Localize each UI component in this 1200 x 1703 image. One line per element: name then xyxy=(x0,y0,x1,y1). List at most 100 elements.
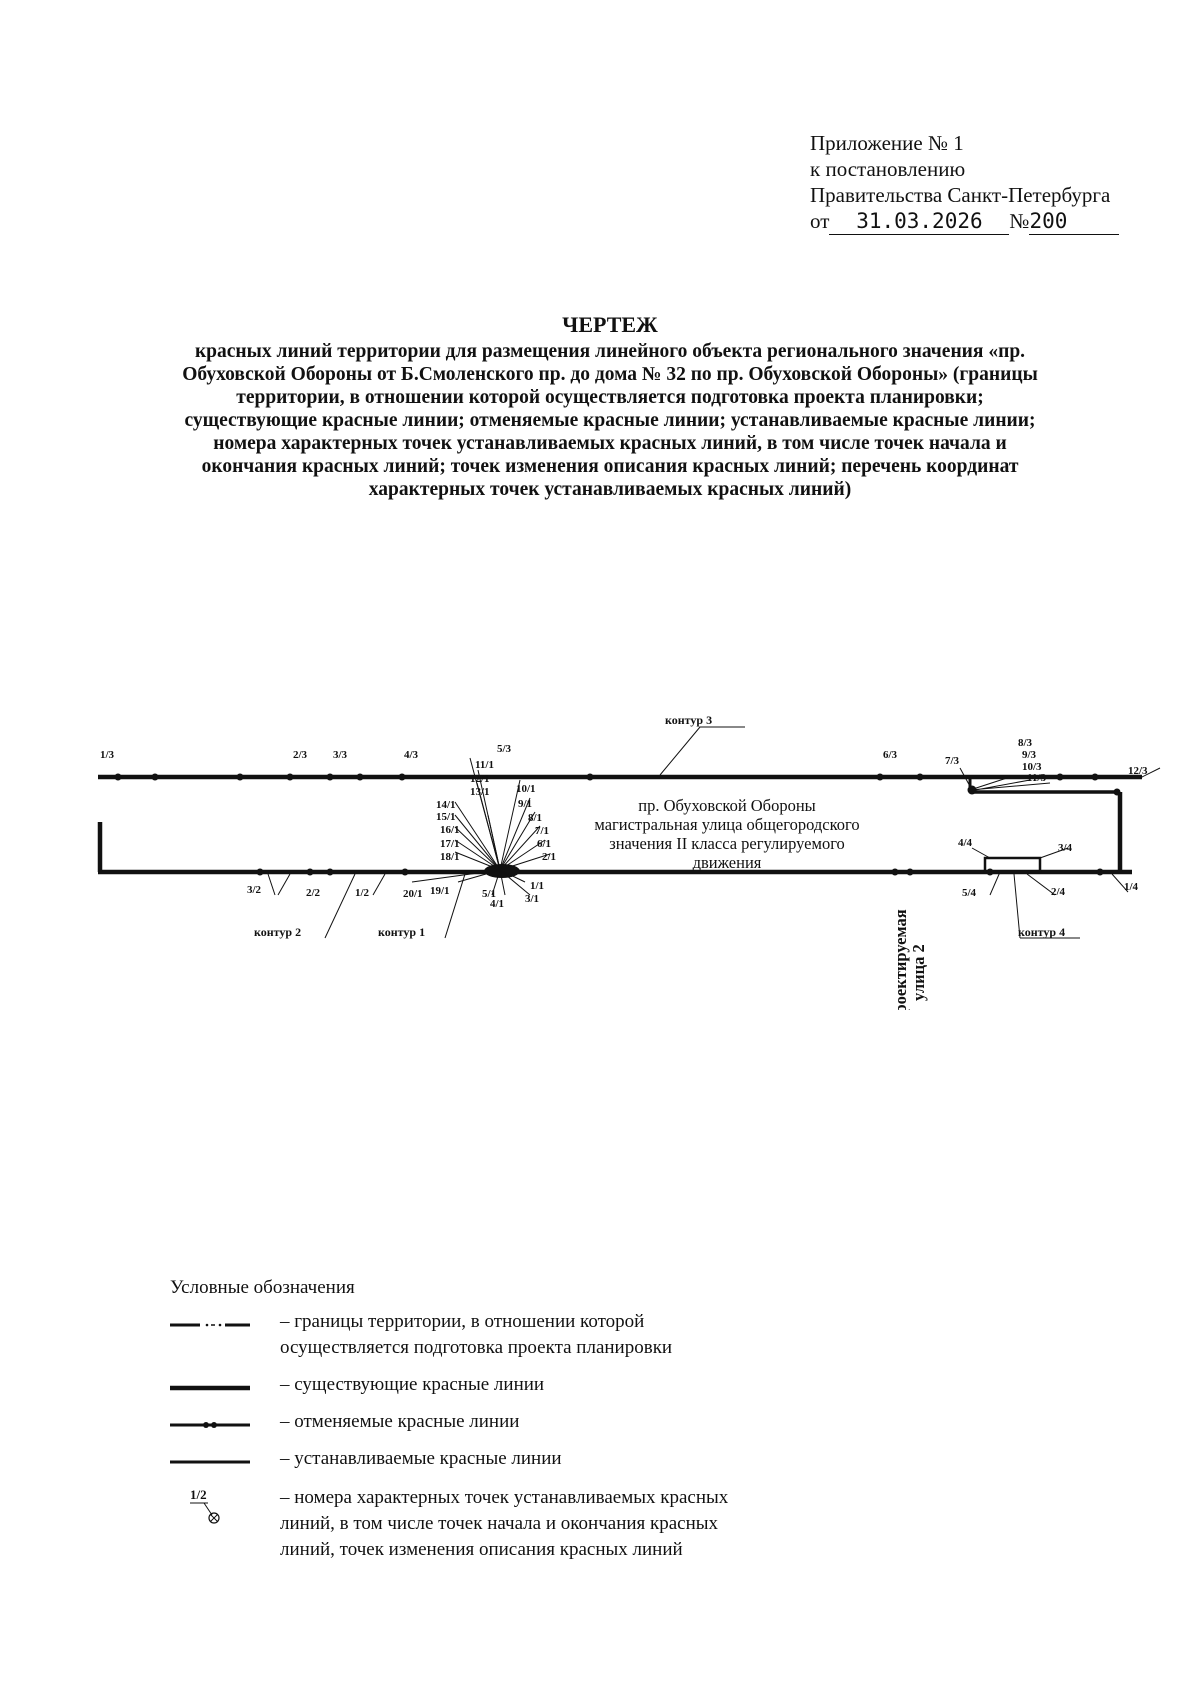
point-label-7-1: 7/1 xyxy=(535,825,549,837)
point-label-14-1: 14/1 xyxy=(436,799,456,811)
point-label-2-4: 2/4 xyxy=(1051,886,1066,898)
point-leader xyxy=(1139,767,1161,779)
street-label-line-4: движения xyxy=(693,853,762,872)
contour-3-label: контур 3 xyxy=(665,713,712,727)
fan-line xyxy=(477,769,501,871)
fan-line xyxy=(454,826,501,871)
point-label-1-1: 1/1 xyxy=(530,880,544,892)
point-label-5-1: 5/1 xyxy=(482,888,496,900)
approval-line-3: Правительства Санкт-Петербурга xyxy=(810,183,1111,207)
contour-1-label: контур 1 xyxy=(378,925,425,939)
legend-title: Условные обозначения xyxy=(170,1277,355,1298)
existing-line-icon xyxy=(170,1385,250,1391)
fan-lines-right xyxy=(969,776,1051,792)
point-label-11-3: 11/3 xyxy=(1027,772,1046,784)
contour-4-leader xyxy=(1013,873,1021,939)
legend-item-point: – номера характерных точек устанавливаем… xyxy=(280,1487,729,1560)
fan-line xyxy=(454,839,501,871)
approval-line-1: Приложение № 1 xyxy=(810,131,964,155)
point-label-13-1: 13/1 xyxy=(470,786,490,798)
fan-line xyxy=(499,869,526,883)
point-label-8-3: 8/3 xyxy=(1018,737,1033,749)
approval-date: 31.03.2026 xyxy=(829,208,1010,235)
point-leader xyxy=(277,873,291,896)
point-label-3-4: 3/4 xyxy=(1058,842,1073,854)
fan-line xyxy=(499,869,506,896)
legend-item-established: – устанавливаемые красные линии xyxy=(280,1448,562,1469)
point-label-7-3: 7/3 xyxy=(945,755,960,767)
street-label-line-2: магистральная улица общегородского xyxy=(594,815,859,834)
point-label-2-1: 2/1 xyxy=(542,851,556,863)
marker-20 xyxy=(1096,868,1104,876)
point-label-15-1: 15/1 xyxy=(436,811,456,823)
document-title: ЧЕРТЕЖ xyxy=(562,312,658,337)
projected-street-line-1: проектируемая xyxy=(891,909,910,1010)
point-label-12-1: 12/1 xyxy=(470,773,490,785)
fan-line xyxy=(411,869,501,883)
legend-item-boundary: – границы территории, в отношении которо… xyxy=(280,1311,673,1358)
boundary-line-icon xyxy=(170,1323,250,1327)
point-label-1-3: 1/3 xyxy=(100,749,115,761)
point-leader xyxy=(1111,873,1129,893)
marker-12 xyxy=(1091,773,1099,781)
point-label-18-1: 18/1 xyxy=(440,851,460,863)
legend-item-cancelled: – отменяемые красные линии xyxy=(280,1411,520,1432)
cancelled-line-icon xyxy=(170,1422,250,1428)
point-label-1-4: 1/4 xyxy=(1124,881,1139,893)
point-label-10-3: 10/3 xyxy=(1022,761,1042,773)
marker-11 xyxy=(1056,773,1064,781)
point-label-3-2: 3/2 xyxy=(247,884,262,896)
fan-line xyxy=(499,811,536,871)
point-label-12-3: 12/3 xyxy=(1128,765,1148,777)
marker-9 xyxy=(876,773,884,781)
point-leader xyxy=(959,767,973,791)
street-label-line-3: значения II класса регулируемого xyxy=(609,834,845,853)
marker-4 xyxy=(286,773,294,781)
red-lines-drawing: 1/3 2/3 3/3 4/3 5/3 6/3 7/3 8/3 9/3 10/3… xyxy=(97,713,1161,1010)
point-leader xyxy=(1026,873,1056,896)
point-label-4-4: 4/4 xyxy=(958,837,973,849)
point-label-4-3: 4/3 xyxy=(404,749,419,761)
established-line-icon xyxy=(170,1460,250,1464)
legend-point-label: 1/2 xyxy=(190,1487,207,1502)
marker-16 xyxy=(401,868,409,876)
street-label: пр. Обуховской Обороны магистральная ули… xyxy=(594,796,859,872)
contour-3-leader xyxy=(659,726,701,776)
point-leader xyxy=(971,847,991,859)
date-prefix: от xyxy=(810,209,830,233)
fan-line xyxy=(499,797,531,871)
point-label-9-1: 9/1 xyxy=(518,798,532,810)
point-label-20-1: 20/1 xyxy=(403,888,423,900)
point-label-16-1: 16/1 xyxy=(440,824,460,836)
contour-4-outline xyxy=(983,856,1042,874)
fan-line xyxy=(476,782,501,871)
projected-street-label: проектируемая улица 2 xyxy=(891,909,928,1010)
fan-line xyxy=(499,825,541,871)
fan-line xyxy=(499,839,546,871)
point-label-6-3: 6/3 xyxy=(883,749,898,761)
document-heading: ЧЕРТЕЖ красных линий территории для разм… xyxy=(170,310,1050,501)
legend-item-existing: – существующие красные линии xyxy=(280,1374,545,1395)
contour-1-leader xyxy=(444,873,466,939)
fan-line xyxy=(454,814,501,871)
marker-13 xyxy=(256,868,264,876)
point-leader xyxy=(267,873,276,896)
approval-block: Приложение № 1 к постановлению Правитель… xyxy=(810,130,1120,235)
point-label-5-3: 5/3 xyxy=(497,743,512,755)
approval-number: 200 xyxy=(1029,208,1120,235)
marker-6 xyxy=(356,773,364,781)
point-label-10-1: 10/1 xyxy=(516,783,536,795)
point-marker-icon: 1/2 xyxy=(190,1487,220,1524)
point-labels: 1/3 2/3 3/3 4/3 5/3 6/3 7/3 8/3 9/3 10/3… xyxy=(100,737,1148,910)
marker-14 xyxy=(306,868,314,876)
number-prefix: № xyxy=(1009,209,1030,233)
marker-1 xyxy=(114,773,122,781)
marker-17 xyxy=(891,868,899,876)
contour-4-label: контур 4 xyxy=(1018,925,1065,939)
point-label-4-1: 4/1 xyxy=(490,898,504,910)
contour-2-label: контур 2 xyxy=(254,925,301,939)
marker-18 xyxy=(906,868,914,876)
fan-lines-left xyxy=(411,757,551,896)
